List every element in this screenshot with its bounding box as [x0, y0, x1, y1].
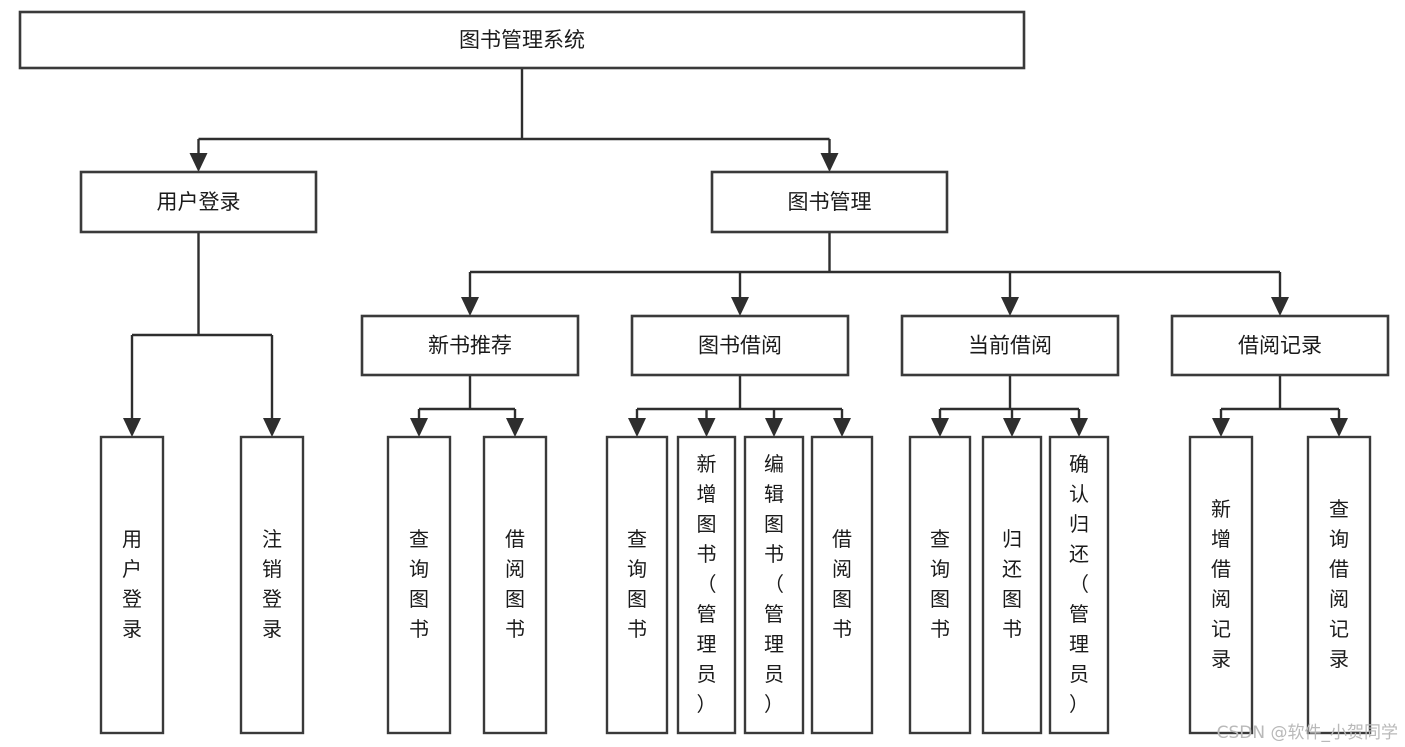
node-label-leaf-query-book-1: 查询图书 [409, 527, 429, 641]
csdn-watermark: CSDN @软件_小贺同学 [1217, 723, 1398, 743]
node-borrow-record[interactable]: 借阅记录 [1170, 314, 1390, 377]
node-leaf-edit-book-admin[interactable]: 编辑图书（管理员） [743, 435, 805, 735]
node-leaf-query-book-3[interactable]: 查询图书 [908, 435, 972, 735]
link-current-borrow-to-leaf-confirm-return-admin-arrowhead [1070, 418, 1088, 437]
node-leaf-query-borrow-record[interactable]: 查询借阅记录 [1306, 435, 1372, 735]
link-book-management-to-book-borrow-arrowhead [731, 297, 749, 316]
node-box-book-borrow[interactable] [630, 314, 850, 377]
node-box-current-borrow[interactable] [900, 314, 1120, 377]
node-box-leaf-query-book-3[interactable] [908, 435, 972, 735]
node-box-leaf-confirm-return-admin[interactable] [1048, 435, 1110, 735]
node-layer: 图书管理系统用户登录图书管理用户登录注销登录新书推荐查询图书借阅图书图书借阅查询… [18, 10, 1390, 735]
link-borrow-record-to-leaf-add-borrow-record-arrowhead [1212, 418, 1230, 437]
link-book-borrow-to-leaf-borrow-book-2-arrowhead [833, 418, 851, 437]
link-new-book-recommend-to-leaf-query-book-1-arrowhead [410, 418, 428, 437]
node-label-leaf-query-borrow-record: 查询借阅记录 [1329, 497, 1349, 671]
link-new-book-recommend-to-leaf-borrow-book-1-arrowhead [506, 418, 524, 437]
node-book-borrow[interactable]: 图书借阅 [630, 314, 850, 377]
link-book-borrow-to-leaf-add-book-admin-arrowhead [697, 418, 716, 437]
node-box-new-book-recommend[interactable] [360, 314, 580, 377]
node-label-leaf-return-book: 归还图书 [1002, 527, 1022, 641]
node-label-leaf-borrow-book-2: 借阅图书 [832, 527, 852, 641]
node-label-new-book-recommend: 新书推荐 [428, 334, 512, 358]
link-user-login-to-leaf-user-login-arrowhead [123, 418, 141, 437]
node-box-leaf-user-logout[interactable] [239, 435, 305, 735]
node-box-leaf-add-borrow-record[interactable] [1188, 435, 1254, 735]
node-label-leaf-borrow-book-1: 借阅图书 [505, 527, 525, 641]
node-box-leaf-borrow-book-2[interactable] [810, 435, 874, 735]
link-book-borrow-to-leaf-query-book-2-arrowhead [628, 418, 646, 437]
node-label-leaf-query-book-2: 查询图书 [627, 527, 647, 641]
node-label-user-login: 用户登录 [157, 190, 241, 214]
node-box-leaf-add-book-admin[interactable] [676, 435, 737, 735]
node-label-leaf-add-borrow-record: 新增借阅记录 [1211, 497, 1231, 671]
node-leaf-return-book[interactable]: 归还图书 [981, 435, 1043, 735]
node-label-current-borrow: 当前借阅 [968, 334, 1052, 358]
link-borrow-record-to-leaf-query-borrow-record-arrowhead [1330, 418, 1348, 437]
node-label-leaf-user-login: 用户登录 [122, 527, 142, 641]
node-label-leaf-confirm-return-admin: 确认归还（管理员） [1069, 452, 1089, 716]
link-book-borrow-to-leaf-edit-book-admin-arrowhead [765, 418, 783, 437]
node-box-user-login[interactable] [79, 170, 318, 234]
node-leaf-borrow-book-2[interactable]: 借阅图书 [810, 435, 874, 735]
node-label-leaf-edit-book-admin: 编辑图书（管理员） [764, 452, 784, 716]
node-box-leaf-return-book[interactable] [981, 435, 1043, 735]
node-leaf-borrow-book-1[interactable]: 借阅图书 [482, 435, 548, 735]
node-leaf-add-book-admin[interactable]: 新增图书（管理员） [676, 435, 737, 735]
connector-layer [123, 68, 1348, 437]
link-book-management-to-current-borrow-arrowhead [1001, 297, 1019, 316]
link-root-to-book-management-arrowhead [820, 153, 839, 172]
link-current-borrow-to-leaf-return-book-arrowhead [1003, 418, 1021, 437]
node-box-root[interactable] [18, 10, 1026, 70]
node-book-management[interactable]: 图书管理 [710, 170, 949, 234]
link-book-management-to-borrow-record-arrowhead [1271, 297, 1289, 316]
node-leaf-confirm-return-admin[interactable]: 确认归还（管理员） [1048, 435, 1110, 735]
link-book-management-to-new-book-recommend-arrowhead [461, 297, 479, 316]
node-leaf-add-borrow-record[interactable]: 新增借阅记录 [1188, 435, 1254, 735]
node-box-leaf-query-book-1[interactable] [386, 435, 452, 735]
node-root[interactable]: 图书管理系统 [18, 10, 1026, 70]
node-box-leaf-user-login[interactable] [99, 435, 165, 735]
node-box-leaf-borrow-book-1[interactable] [482, 435, 548, 735]
link-root-to-user-login-arrowhead [189, 153, 208, 172]
node-label-leaf-query-book-3: 查询图书 [930, 527, 950, 641]
node-label-leaf-add-book-admin: 新增图书（管理员） [697, 452, 717, 716]
node-leaf-user-logout[interactable]: 注销登录 [239, 435, 305, 735]
link-current-borrow-to-leaf-query-book-3-arrowhead [931, 418, 949, 437]
node-label-leaf-user-logout: 注销登录 [262, 527, 282, 641]
node-box-leaf-edit-book-admin[interactable] [743, 435, 805, 735]
node-label-root: 图书管理系统 [459, 28, 585, 52]
node-label-book-management: 图书管理 [788, 190, 872, 214]
node-box-borrow-record[interactable] [1170, 314, 1390, 377]
node-label-borrow-record: 借阅记录 [1238, 334, 1322, 358]
node-current-borrow[interactable]: 当前借阅 [900, 314, 1120, 377]
node-label-book-borrow: 图书借阅 [698, 334, 782, 358]
node-box-book-management[interactable] [710, 170, 949, 234]
node-new-book-recommend[interactable]: 新书推荐 [360, 314, 580, 377]
node-leaf-user-login[interactable]: 用户登录 [99, 435, 165, 735]
node-box-leaf-query-book-2[interactable] [605, 435, 669, 735]
node-leaf-query-book-2[interactable]: 查询图书 [605, 435, 669, 735]
node-user-login[interactable]: 用户登录 [79, 170, 318, 234]
link-user-login-to-leaf-user-logout-arrowhead [263, 418, 281, 437]
node-box-leaf-query-borrow-record[interactable] [1306, 435, 1372, 735]
node-leaf-query-book-1[interactable]: 查询图书 [386, 435, 452, 735]
